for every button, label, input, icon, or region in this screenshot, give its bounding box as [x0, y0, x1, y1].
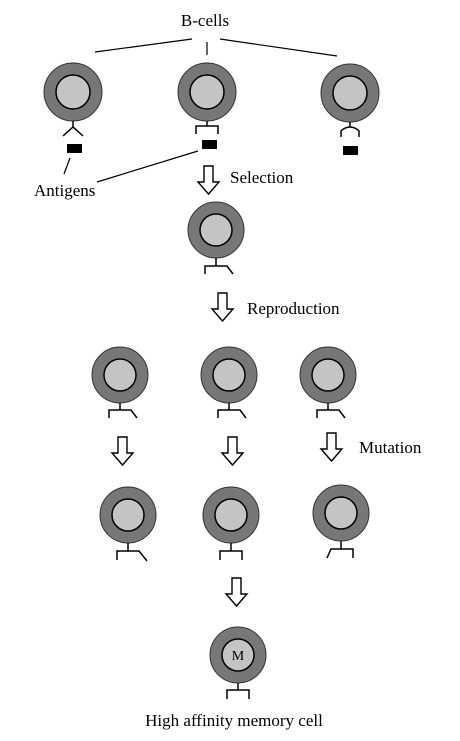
memory-cell-receptor: [226, 683, 250, 699]
mutated-cell-3: [312, 484, 370, 559]
antigen-2: [202, 140, 217, 149]
selected-cell-receptor: [204, 258, 234, 275]
reproduction-label: Reproduction: [247, 299, 340, 318]
memory-cell-mark: M: [232, 649, 245, 664]
mutated-receptor-3: [326, 541, 354, 559]
b-cell-2: [177, 62, 237, 134]
b-cells-label: B-cells: [181, 11, 229, 30]
b-cells-branch-right: [219, 38, 338, 57]
selection-label: Selection: [230, 168, 294, 187]
memory-arrow: [224, 577, 249, 608]
clone-receptor-1: [108, 403, 138, 419]
memory-cell-caption: High affinity memory cell: [145, 711, 323, 730]
antigen-pointer-2: [96, 150, 199, 183]
mutated-receptor-1: [116, 543, 148, 562]
antigen-pointer-1: [63, 157, 71, 175]
clone-receptor-2: [217, 403, 247, 419]
mutated-cell-2: [202, 486, 260, 560]
receptor-2: [195, 121, 219, 134]
receptor-1: [62, 121, 84, 137]
receptor-3: [340, 122, 360, 137]
reproduction-arrow: [210, 292, 235, 323]
clone-cell-1: [91, 346, 149, 419]
clone-cell-3: [299, 346, 357, 419]
clone-cell-2: [200, 346, 258, 419]
mutated-receptor-2: [219, 543, 243, 560]
clone-receptor-3: [316, 403, 346, 419]
b-cell-1: [43, 62, 103, 137]
selection-arrow: [196, 165, 221, 196]
antigen-3: [343, 146, 358, 155]
mutation-arrow-1: [110, 436, 135, 467]
b-cell-3: [320, 63, 380, 137]
mutated-cell-1: [99, 486, 157, 562]
b-cells-branch-left: [94, 38, 193, 53]
memory-cell: M: [209, 626, 267, 699]
mutation-arrow-3: [319, 432, 344, 463]
selected-cell: [187, 201, 245, 275]
antigens-label: Antigens: [34, 181, 95, 200]
mutation-label: Mutation: [359, 438, 422, 457]
antigen-1: [67, 144, 82, 153]
mutation-arrow-2: [220, 436, 245, 467]
